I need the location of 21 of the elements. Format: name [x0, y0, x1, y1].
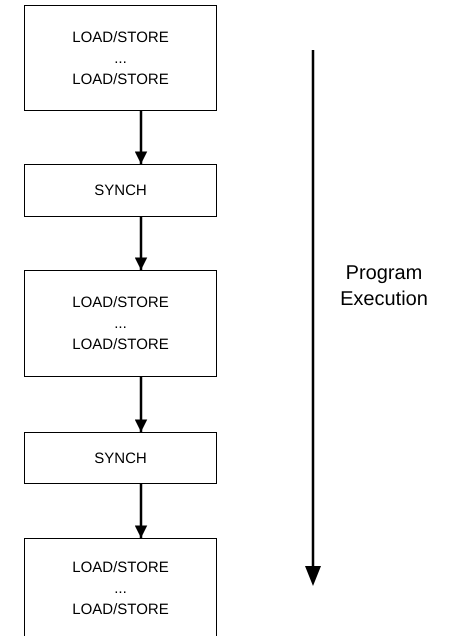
instruction-text: LOAD/STORE [72, 28, 169, 48]
instruction-text: ... [114, 579, 127, 599]
arrow [134, 217, 148, 270]
instruction-text: ... [114, 48, 127, 68]
instruction-text: LOAD/STORE [72, 293, 169, 313]
instruction-text: SYNCH [94, 448, 147, 468]
instruction-text: LOAD/STORE [72, 70, 169, 90]
instruction-text: LOAD/STORE [72, 600, 169, 620]
process-box [24, 538, 217, 636]
arrow [134, 377, 148, 432]
instruction-text: SYNCH [94, 181, 147, 201]
process-box [24, 432, 217, 484]
arrow [134, 484, 148, 538]
process-box [24, 164, 217, 217]
instruction-text: LOAD/STORE [72, 335, 169, 355]
axis-label: Program Execution [339, 261, 429, 312]
instruction-text: ... [114, 314, 127, 334]
process-box [24, 5, 217, 111]
process-box [24, 270, 217, 377]
instruction-text: LOAD/STORE [72, 558, 169, 578]
arrow [134, 111, 148, 164]
